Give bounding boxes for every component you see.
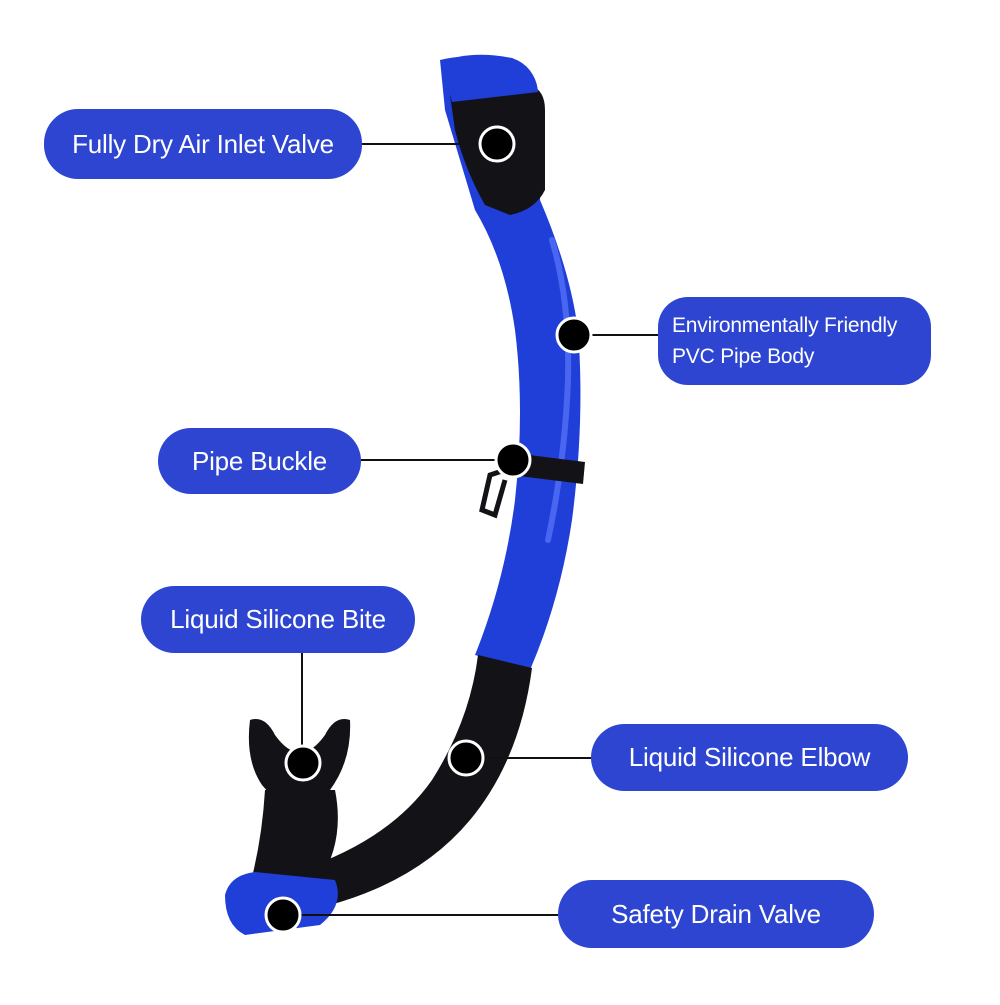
marker-bite <box>284 744 322 782</box>
callout-inlet-valve-text: Fully Dry Air Inlet Valve <box>72 128 334 159</box>
mouthpiece-base <box>250 790 338 885</box>
callout-pipe-body-line2: PVC Pipe Body <box>672 345 815 368</box>
callout-pipe-body: Environmentally Friendly PVC Pipe Body <box>658 297 931 385</box>
callout-silicone-bite-text: Liquid Silicone Bite <box>170 604 386 634</box>
callout-pipe-buckle-text: Pipe Buckle <box>191 445 328 476</box>
pipe-buckle-clip <box>479 467 508 519</box>
callout-silicone-bite: Liquid Silicone Bite <box>141 586 415 653</box>
marker-inlet <box>478 125 516 163</box>
pvc-pipe-body <box>440 56 581 670</box>
inlet-valve-top <box>442 54 538 102</box>
marker-body <box>555 316 593 354</box>
callout-drain-valve: Safety Drain Valve <box>558 880 874 948</box>
callout-drain-valve-text: Safety Drain Valve <box>611 898 821 929</box>
callout-silicone-elbow: Liquid Silicone Elbow <box>591 724 908 791</box>
callout-pipe-body-line1: Environmentally Friendly <box>672 314 898 337</box>
callout-pipe-buckle: Pipe Buckle <box>158 428 361 494</box>
pipe-highlight <box>545 237 572 543</box>
marker-elbow <box>447 739 485 777</box>
callout-silicone-elbow-text: Liquid Silicone Elbow <box>628 742 871 772</box>
callout-inlet-valve: Fully Dry Air Inlet Valve <box>44 109 362 179</box>
marker-drain <box>264 896 302 934</box>
marker-buckle <box>494 441 532 479</box>
silicone-elbow <box>300 655 532 905</box>
